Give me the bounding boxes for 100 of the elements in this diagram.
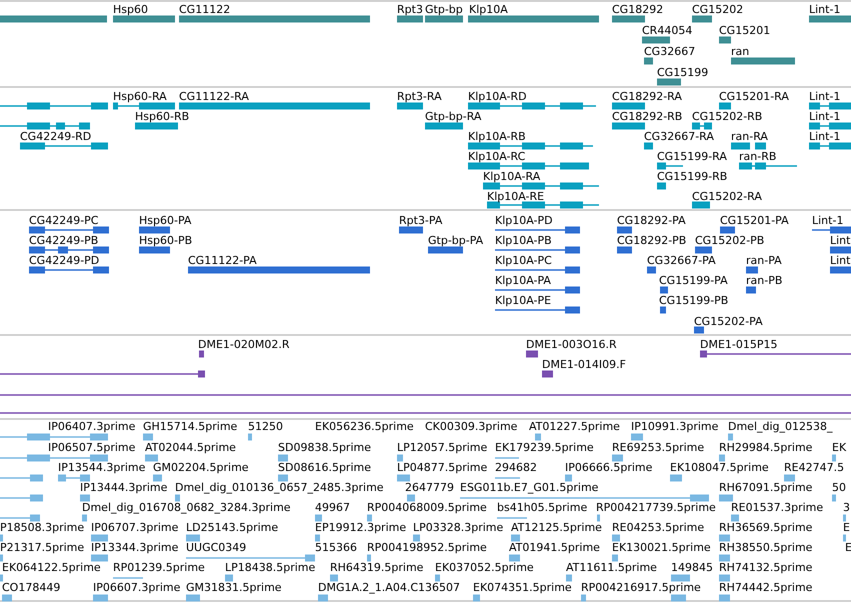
feature-label: Hsp60-RB [135,110,190,124]
feature-label: ran-RA [731,130,768,144]
feature-label: P18508.3prime [0,521,84,535]
feature-label: LD25143.5prime [186,521,278,535]
feature-label: CR44054 [642,24,692,38]
feature-label: Lint [830,234,850,248]
feature-label: IP06707.3prime [91,521,178,535]
feature-label: CG32667-PA [647,254,716,268]
feature-label: RH67091.5prime [719,481,812,495]
feature-label: CG18292-PA [617,214,686,228]
feature-label: CG42249-PC [29,214,98,228]
feature-label: CG18292-RB [612,110,682,124]
feature-label: 50 [832,481,846,495]
feature-label: DME1-003O16.R [526,338,617,352]
feature-label: IP13544.3prime [58,461,146,475]
feature-label: CG42249-PB [29,234,98,248]
feature-label: P21317.5prime [0,541,84,555]
feature-label: CG15202-RB [692,110,762,124]
feature-label: AT02044.5prime [145,441,236,455]
feature-label: IP13444.3prime [80,481,168,495]
feature-label: 3 [843,501,850,515]
feature-label: Klp10A [469,3,508,17]
feature-label: Klp10A-RA [483,170,540,184]
feature-label: Dmel_dig_016708_0682_3284.3prime [82,501,291,515]
feature-label: CG15199-PB [659,294,728,308]
feature-label: 2647779 [405,481,454,495]
feature-label: 49967 [315,501,350,515]
feature-label: 294682 [495,461,537,475]
feature-label: Dmel_dig_012538_ [728,420,833,434]
feature-label: RE04253.5prime [612,521,704,535]
feature-label: Lint [830,254,850,268]
feature-label: AT12125.5prime [511,521,602,535]
feature-label: RP004217739.5prime [596,501,716,515]
feature-label: LP04877.5prime [397,461,488,475]
feature-label: EK179239.5prime [495,441,594,455]
feature-label: CG15201-PA [720,214,789,228]
feature-label: CO178449 [2,581,60,595]
feature-label: IP10991.3prime [631,420,718,434]
feature-label: LP03328.3prime [413,521,504,535]
feature-label: RH38550.5prime [719,541,812,555]
feature-label: RH74442.5prime [719,581,812,595]
feature-label: Rpt3-RA [397,90,442,104]
feature-label: EK056236.5prime [315,420,414,434]
feature-label: GM02204.5prime [153,461,249,475]
feature-label: Lint-1 [812,214,844,228]
feature-label: DME1-014I09.F [542,358,626,372]
feature-label: CG15201-RA [719,90,789,104]
feature-label: CG42249-RD [20,130,92,144]
feature-label: EK108047.5prime [670,461,769,475]
feature-label: 149845 [671,561,713,575]
feature-label: CG15199-RB [657,170,728,184]
feature-label: RE42747.5 [784,461,844,475]
feature-label: SD09838.5prime [278,441,371,455]
feature-label: Lint-1 [809,110,840,124]
feature-label: Rpt3 [397,3,423,17]
feature-label: Rpt3-PA [399,214,442,228]
feature-label: CG11122-PA [188,254,257,268]
feature-label: EP19912.3prime [315,521,406,535]
feature-label: CG11122-RA [179,90,249,104]
feature-label: LP12057.5prime [397,441,488,455]
feature-label: Klp10A-PE [495,294,552,308]
feature-label: ESG011b.E7_G01.5prime [460,481,598,495]
feature-label: Dmel_dig_010136_0657_2485.3prime [175,481,384,495]
feature-label: Hsp60-PB [139,234,192,248]
feature-label: Klp10A-PC [495,254,552,268]
feature-label: SD08616.5prime [278,461,371,475]
feature-label: CG18292-PB [617,234,686,248]
feature-label: RP01239.5prime [113,561,205,575]
feature-label: CK00309.3prime [425,420,518,434]
feature-label: RE01537.3prime [731,501,824,515]
feature-label: IP06607.3prime [93,581,180,595]
feature-label: RH74132.5prime [719,561,812,575]
feature-label: AT01227.5prime [529,420,620,434]
feature-label: GH15714.5prime [143,420,238,434]
feature-label: RP004068009.5prime [367,501,487,515]
feature-label: E [845,541,851,555]
feature-label: IP13344.3prime [91,541,178,555]
feature-label: LP18438.5prime [225,561,316,575]
feature-label: CG18292-RA [612,90,682,104]
feature-label: CG15199-RA [657,150,727,164]
feature-label: Hsp60-PA [139,214,192,228]
feature-label: IP06666.5prime [565,461,652,475]
feature-label: CG18292 [612,3,664,17]
feature-label: RH29984.5prime [719,441,812,455]
feature-label: ran-RB [739,150,776,164]
feature-label: CG42249-PD [29,254,100,268]
feature-label: E [843,521,850,535]
feature-label: Klp10A-PB [495,234,552,248]
feature-label: DME1-015P15 [700,338,778,352]
feature-label: UUGC0349 [186,541,246,555]
feature-label: ran-PB [746,274,782,288]
feature-label: bs41h05.5prime [497,501,588,515]
feature-label: CG15202-RA [692,190,762,204]
feature-label: EK037052.5prime [435,561,534,575]
feature-label: Lint-1 [809,130,840,144]
feature-label: CG15202-PA [694,315,763,329]
feature-label: Gtp-bp-PA [428,234,484,248]
feature-label: DMG1A.2_1.A04.C136507 [318,581,460,595]
feature-label: EK [832,441,846,455]
feature-label: IP06507.5prime [48,441,136,455]
